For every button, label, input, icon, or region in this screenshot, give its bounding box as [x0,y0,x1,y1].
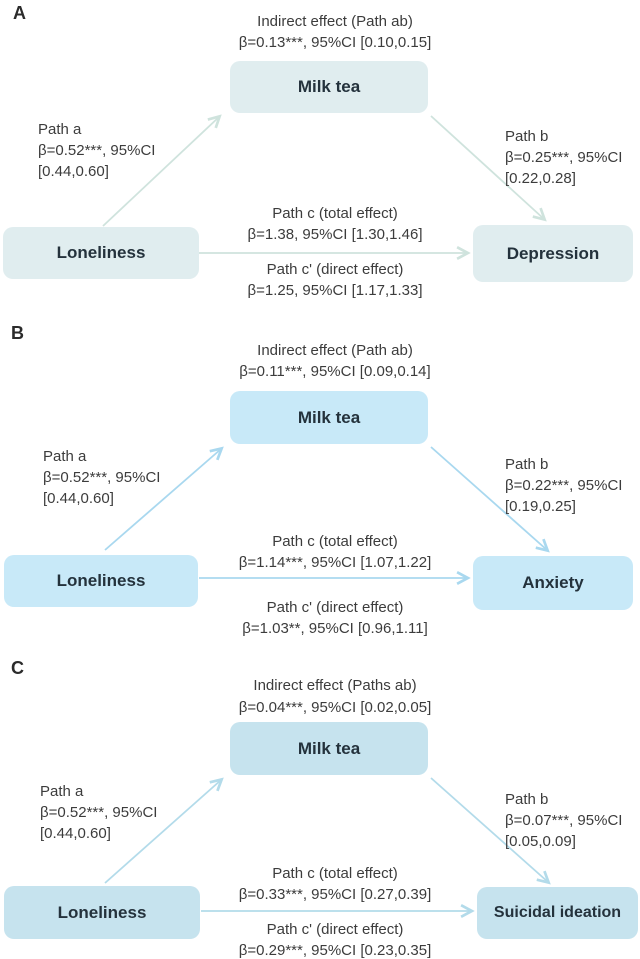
panel-c-indirect-effect-title: Indirect effect (Paths ab) [253,677,417,694]
panel-b-predictor-label: Loneliness [56,571,146,590]
path-a-ci: [0.44,0.60] [43,490,114,507]
panel-a-indirect-effect-value: β=0.13***, 95%CI [0.10,0.15] [238,34,432,51]
panel-a-outcome-label: Depression [506,243,600,263]
panel-a-path-c-prime-value: β=1.25, 95%CI [1.17,1.33] [247,282,423,299]
panel-c-outcome-box: Suicidal ideation [477,887,638,939]
path-a-beta: β=0.52***, 95%CI [40,804,158,821]
path-a-title: Path a [38,121,82,138]
panel-a-path-b-label: Path b β=0.25***, 95%CI [0.22,0.28] [505,126,622,189]
panel-b-label: B [11,323,25,343]
path-a-beta: β=0.52***, 95%CI [43,469,161,486]
panel-b-indirect-effect-title: Indirect effect (Path ab) [257,342,413,359]
panel-c-label: C [11,658,25,678]
panel-c-path-a-label: Path a β=0.52***, 95%CI [0.44,0.60] [40,781,157,844]
panel-b-path-a-arrow [104,446,224,551]
panel-c-mediator-label: Milk tea [297,738,361,758]
panel-b-outcome-box: Anxiety [473,556,633,610]
panel-c-path-c-prime-title: Path c' (direct effect) [266,921,404,938]
panel-a-predictor-label: Loneliness [56,243,146,262]
panel-b-path-c-title: Path c (total effect) [272,533,398,550]
panel-a-path-b-arrow [430,115,547,222]
path-b-title: Path b [505,128,549,145]
panel-a-label: A [13,3,27,23]
panel-c-mediator-box: Milk tea [230,722,428,775]
path-b-ci: [0.05,0.09] [505,833,576,850]
path-a-title: Path a [40,783,84,800]
panel-a-path-a-arrow [102,114,222,227]
path-a-beta: β=0.52***, 95%CI [38,142,156,159]
panel-b-path-c-prime-title: Path c' (direct effect) [266,599,404,616]
panel-c-path-c-value: β=0.33***, 95%CI [0.27,0.39] [238,886,432,903]
path-a-title: Path a [43,448,87,465]
path-b-beta: β=0.07***, 95%CI [505,812,623,829]
panel-c-path-c-title: Path c (total effect) [272,865,398,882]
path-a-ci: [0.44,0.60] [38,163,109,180]
panel-b-path-b-label: Path b β=0.22***, 95%CI [0.19,0.25] [505,454,622,517]
panel-b-outcome-label: Anxiety [522,573,584,592]
panel-c-path-a-arrow [104,777,224,884]
panel-c-path-c-prime-value: β=0.29***, 95%CI [0.23,0.35] [238,942,432,959]
panel-b-mediator-box: Milk tea [230,391,428,444]
panel-c-outcome-label: Suicidal ideation [493,904,622,921]
path-b-title: Path b [505,456,549,473]
panel-c-path-b-label: Path b β=0.07***, 95%CI [0.05,0.09] [505,789,622,852]
path-b-title: Path b [505,791,549,808]
path-b-ci: [0.22,0.28] [505,170,576,187]
panel-a-mediator-box: Milk tea [230,61,428,113]
path-b-beta: β=0.22***, 95%CI [505,477,623,494]
panel-a-path-a-label: Path a β=0.52***, 95%CI [0.44,0.60] [38,119,155,182]
panel-a-indirect-effect-title: Indirect effect (Path ab) [257,13,413,30]
panel-b-path-c-prime-value: β=1.03**, 95%CI [0.96,1.11] [242,620,428,637]
path-a-ci: [0.44,0.60] [40,825,111,842]
panel-b-path-a-label: Path a β=0.52***, 95%CI [0.44,0.60] [43,446,160,509]
panel-a-predictor-box: Loneliness [3,227,199,279]
panel-c-indirect-effect-value: β=0.04***, 95%CI [0.02,0.05] [238,699,432,716]
panel-b-path-b-arrow [430,446,550,553]
panel-b-mediator-label: Milk tea [297,407,361,427]
panel-a-path-c-title: Path c (total effect) [272,205,398,222]
panel-c-predictor-box: Loneliness [4,886,200,939]
panel-a-path-c-value: β=1.38, 95%CI [1.30,1.46] [247,226,423,243]
panel-a-path-c-prime-title: Path c' (direct effect) [266,261,404,278]
panel-a-mediator-label: Milk tea [297,77,361,96]
panel-b-predictor-box: Loneliness [4,555,198,607]
panel-a-outcome-box: Depression [473,225,633,282]
path-b-ci: [0.19,0.25] [505,498,576,515]
panel-c-predictor-label: Loneliness [57,902,147,922]
panel-b-indirect-effect-value: β=0.11***, 95%CI [0.09,0.14] [239,363,431,380]
panel-c-path-b-arrow [430,777,551,885]
panel-b-path-c-value: β=1.14***, 95%CI [1.07,1.22] [238,554,432,571]
path-b-beta: β=0.25***, 95%CI [505,149,623,166]
